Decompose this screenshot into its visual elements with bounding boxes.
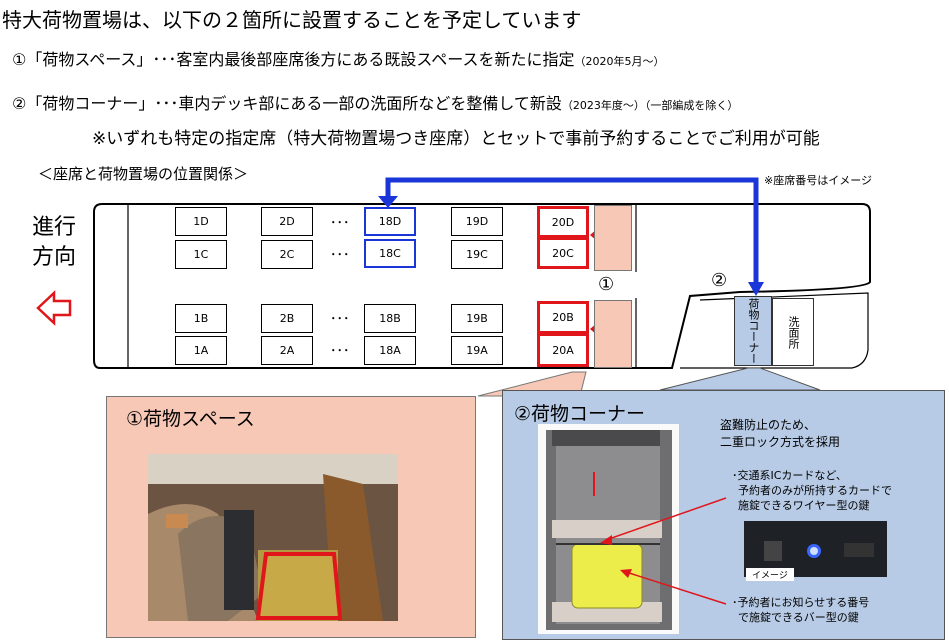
seat-2d: 2D: [261, 207, 313, 236]
seat-2a: 2A: [261, 336, 313, 365]
direction-arrow-icon: [36, 290, 72, 326]
seat-1c: 1C: [175, 240, 227, 269]
seat-18d: 18D: [364, 207, 416, 236]
direction-label: 進行方向: [32, 215, 77, 270]
seat-1b: 1B: [175, 304, 227, 333]
number-lock-text: ･予約者にお知らせする番号 で施錠できるバー型の鍵: [732, 596, 870, 624]
seat-20d: 20D: [537, 206, 589, 238]
seat-19b: 19B: [451, 304, 503, 333]
seat-18a: 18A: [364, 336, 416, 365]
lock-image: [744, 521, 887, 577]
seat-20b: 20B: [537, 301, 589, 334]
seat-20a: 20A: [537, 333, 589, 367]
theft-prevention-text: 盗難防止のため、二重ロック方式を採用: [720, 418, 841, 449]
ic-card-lock-text: ･交通系ICカードなど、 予約者のみが所持するカードで 施錠できるワイヤー型の鍵: [732, 469, 892, 512]
luggage-space-bottom: [594, 300, 632, 368]
seat-19d: 19D: [451, 207, 503, 236]
seat-18b: 18B: [364, 304, 416, 333]
panel-space-title: ①荷物スペース: [126, 408, 255, 430]
marker-corner: ②: [711, 270, 728, 291]
seat-18c: 18C: [364, 239, 416, 268]
panel-corner-title: ②荷物コーナー: [514, 403, 646, 425]
seat-19c: 19C: [451, 240, 503, 269]
page-title: 特大荷物置場は、以下の２箇所に設置することを予定しています: [2, 8, 582, 32]
seat-20c: 20C: [537, 237, 589, 269]
seat-ellipsis: ･･･: [330, 312, 350, 327]
image-caption: イメージ: [746, 568, 794, 581]
luggage-space-photo: [148, 454, 398, 621]
marker-space: ①: [598, 274, 615, 295]
item2-text: ②「荷物コーナー」･･･車内デッキ部にある一部の洗面所などを整備して新設（202…: [12, 94, 739, 113]
luggage-corner-box: 荷物コーナー: [734, 296, 772, 366]
seat-2c: 2C: [261, 240, 313, 269]
seat-19a: 19A: [451, 336, 503, 365]
luggage-corner-illustration: [538, 424, 679, 634]
reservation-note: ※いずれも特定の指定席（特大荷物置場つき座席）とセットで事前予約することでご利用…: [92, 129, 820, 149]
seat-1a: 1A: [175, 336, 227, 365]
luggage-space-top: [594, 205, 632, 271]
washroom-box: 洗面所: [772, 298, 814, 366]
seat-ellipsis: ･･･: [330, 248, 350, 263]
item1-text: ①「荷物スペース」･･･客室内最後部座席後方にある既設スペースを新たに指定（20…: [12, 50, 665, 69]
seat-number-note: ※座席番号はイメージ: [764, 174, 872, 187]
diagram-subheading: ＜座席と荷物置場の位置関係＞: [38, 165, 249, 183]
seat-ellipsis: ･･･: [330, 216, 350, 231]
seat-1d: 1D: [175, 207, 227, 236]
seat-2b: 2B: [261, 304, 313, 333]
seat-ellipsis: ･･･: [330, 344, 350, 359]
